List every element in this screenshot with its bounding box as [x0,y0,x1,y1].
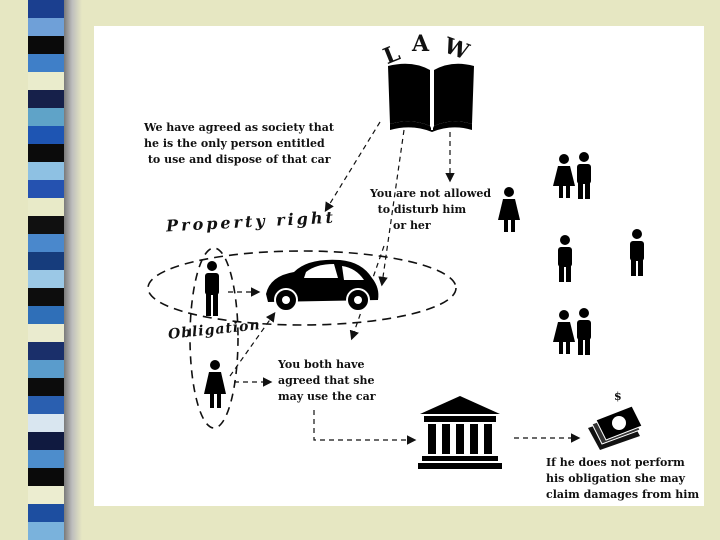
stripe-block [28,198,64,216]
stripe-block [28,90,64,108]
society-man-right-icon [630,229,644,276]
money-icon [588,405,643,450]
stripe-block [28,306,64,324]
stripe-block [28,108,64,126]
diagram-graphics [147,63,644,469]
stripe-block [28,72,64,90]
stripe-block [28,414,64,432]
obligation-ellipse [189,247,239,429]
stripe-block [28,378,64,396]
property-right-ellipse [147,250,457,326]
stripe-blocks [28,0,64,540]
society-agreement-text: We have agreed as society that he is the… [144,121,334,166]
car-icon [266,259,379,312]
not-allowed-text: You are not allowed to disturb him or he… [370,187,492,232]
law-book-icon [388,63,474,132]
stripe-block [28,216,64,234]
stripe-block [28,36,64,54]
stripe-block [28,342,64,360]
stripe-block [28,252,64,270]
stripe-block [28,18,64,36]
stripe-block [28,396,64,414]
stripe-block [28,450,64,468]
stripe-block [28,54,64,72]
damages-text: If he does not perform his obligation sh… [546,456,700,501]
society-couple-top-icon [553,152,591,199]
stripe-block [28,504,64,522]
other-woman-icon [498,187,520,232]
stripe-block [28,126,64,144]
money-dollar-label: $ [614,390,622,403]
stripe-block [28,360,64,378]
stripe-block [28,180,64,198]
stripe-block [28,288,64,306]
court-arrows [313,410,581,445]
stripe-block [28,270,64,288]
courthouse-icon [418,396,502,469]
diagram-panel: L A W [94,26,704,506]
decorative-side-stripe [0,0,82,540]
stripe-block [28,234,64,252]
society-couple-bottom-icon [553,308,591,355]
stripe-block [28,324,64,342]
stripe-block [28,468,64,486]
stripe-block [28,144,64,162]
stripe-block [28,522,64,540]
user-woman-icon [204,360,226,408]
stripe-block [28,486,64,504]
stripe-shadow [64,0,82,540]
both-agreed-text: You both have agreed that she may use th… [278,358,376,403]
society-man-left-icon [558,235,572,282]
stripe-block [28,162,64,180]
stripe-block [28,0,64,18]
stripe-block [28,432,64,450]
person-arrows [228,287,276,387]
law-letter-a: A [412,31,430,57]
owner-person-icon [205,261,219,316]
